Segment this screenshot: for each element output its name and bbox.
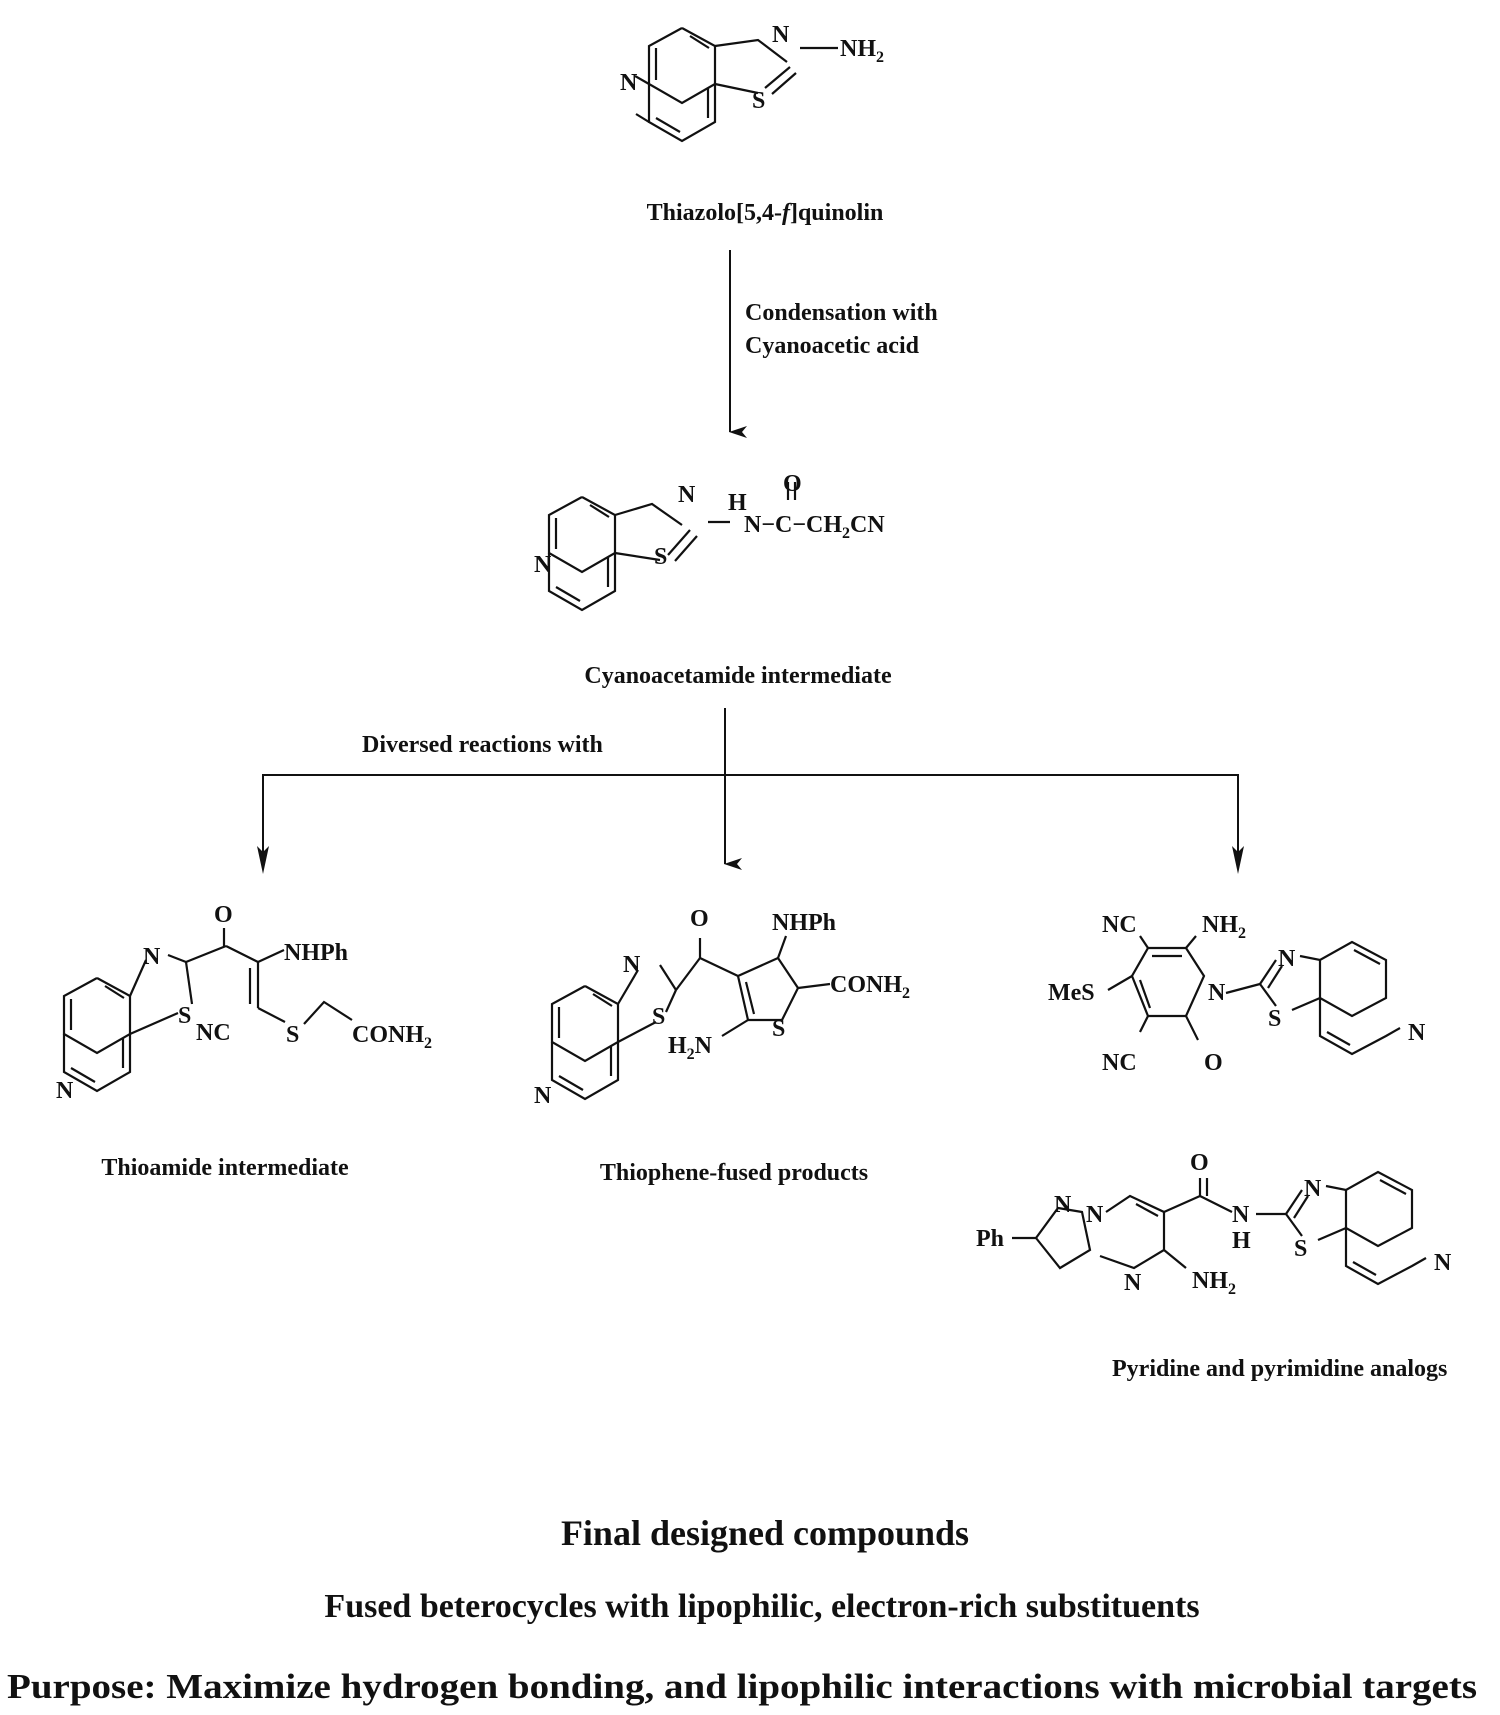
p2-o: O [690, 906, 709, 932]
p3b-o: O [1190, 1150, 1209, 1176]
step1-line1: Condensation with [745, 300, 938, 326]
start-nh2: NH2 [840, 36, 884, 66]
p3b-n1: N [1054, 1192, 1072, 1218]
p3-thiazole-n: N [1278, 946, 1296, 972]
arrow-left-head [257, 846, 269, 874]
start-ring-n: N [620, 70, 638, 96]
p2-nhph: NHPh [772, 910, 836, 936]
start-structure: N N S NH2 [620, 22, 884, 143]
intermediate-ring-n: N [534, 552, 552, 578]
p1-o: O [214, 902, 233, 928]
p3b-n3: N [1124, 1270, 1142, 1296]
p1-thiazole-n: N [143, 944, 161, 970]
branch-line [262, 774, 1239, 864]
p3b-amide-h: H [1232, 1228, 1251, 1254]
p3b-nh2: NH2 [1192, 1268, 1236, 1298]
p3-nc-bottom: NC [1102, 1050, 1137, 1076]
product2-structure: N N S O NHPh CONH2 S H2N [534, 906, 910, 1109]
p3b-thiazole-n: N [1304, 1176, 1322, 1202]
p2-h2n: H2N [668, 1033, 713, 1063]
p3b-n2: N [1086, 1202, 1104, 1228]
product2-name: Thiophene-fused products [600, 1160, 868, 1186]
intermediate-thiazole-s: S [654, 544, 667, 570]
arrow-right-head [1232, 846, 1244, 874]
product3b-structure: O Ph N N N N H NH2 N S N [976, 1150, 1452, 1298]
intermediate-o: O [783, 471, 802, 497]
start-thiazole-n: N [772, 22, 790, 48]
branch-label: Diversed reactions with [362, 732, 603, 758]
intermediate-chain: N−C−CH2CN [744, 512, 885, 542]
p3b-ph: Ph [976, 1226, 1004, 1252]
product3-name: Pyridine and pyrimidine analogs [1112, 1356, 1447, 1382]
product3a-structure: NC NH2 N MeS NC O N S N [1048, 912, 1426, 1076]
p1-nc: NC [196, 1020, 231, 1046]
intermediate-structure: N N S H O N−C−CH2CN [534, 471, 885, 612]
footer-purpose: Purpose: Maximize hydrogen bonding, and … [7, 1667, 1477, 1706]
p3-thiazole-s: S [1268, 1006, 1281, 1032]
footer-subtitle: Fused beterocycles with lipophilic, elec… [324, 1588, 1199, 1625]
p1-ring-n: N [56, 1078, 74, 1104]
intermediate-name: Cyanoacetamide intermediate [584, 663, 892, 689]
step1-line2: Cyanoacetic acid [745, 333, 920, 359]
p3-o: O [1204, 1050, 1223, 1076]
p3b-quin-n: N [1434, 1250, 1452, 1276]
p3b-thiazole-s: S [1294, 1236, 1307, 1262]
p3-nh2: NH2 [1202, 912, 1246, 942]
p3-quin-n: N [1408, 1020, 1426, 1046]
p3-mes: MeS [1048, 980, 1095, 1006]
p2-thiophene-s: S [772, 1016, 785, 1042]
p2-conh2: CONH2 [830, 972, 910, 1002]
p3-nc-top: NC [1102, 912, 1137, 938]
footer-title: Final designed compounds [561, 1513, 969, 1553]
p1-nhph: NHPh [284, 940, 348, 966]
intermediate-h: H [728, 490, 747, 516]
product1-name: Thioamide intermediate [101, 1155, 349, 1181]
p3-ring-n: N [1208, 980, 1226, 1006]
p1-s: S [286, 1022, 299, 1048]
p2-thiazole-s: S [652, 1004, 665, 1030]
product1-structure: N N S O NHPh NC S CONH2 [56, 902, 432, 1104]
p1-thiazole-s: S [178, 1003, 191, 1029]
p2-thiazole-n: N [623, 952, 641, 978]
p1-conh2: CONH2 [352, 1022, 432, 1052]
start-name: Thiazolo[5,4-f]quinolin [647, 200, 884, 226]
p3b-amide-n: N [1232, 1202, 1250, 1228]
intermediate-thiazole-n: N [678, 482, 696, 508]
p2-ring-n: N [534, 1083, 552, 1109]
start-thiazole-s: S [752, 88, 765, 114]
